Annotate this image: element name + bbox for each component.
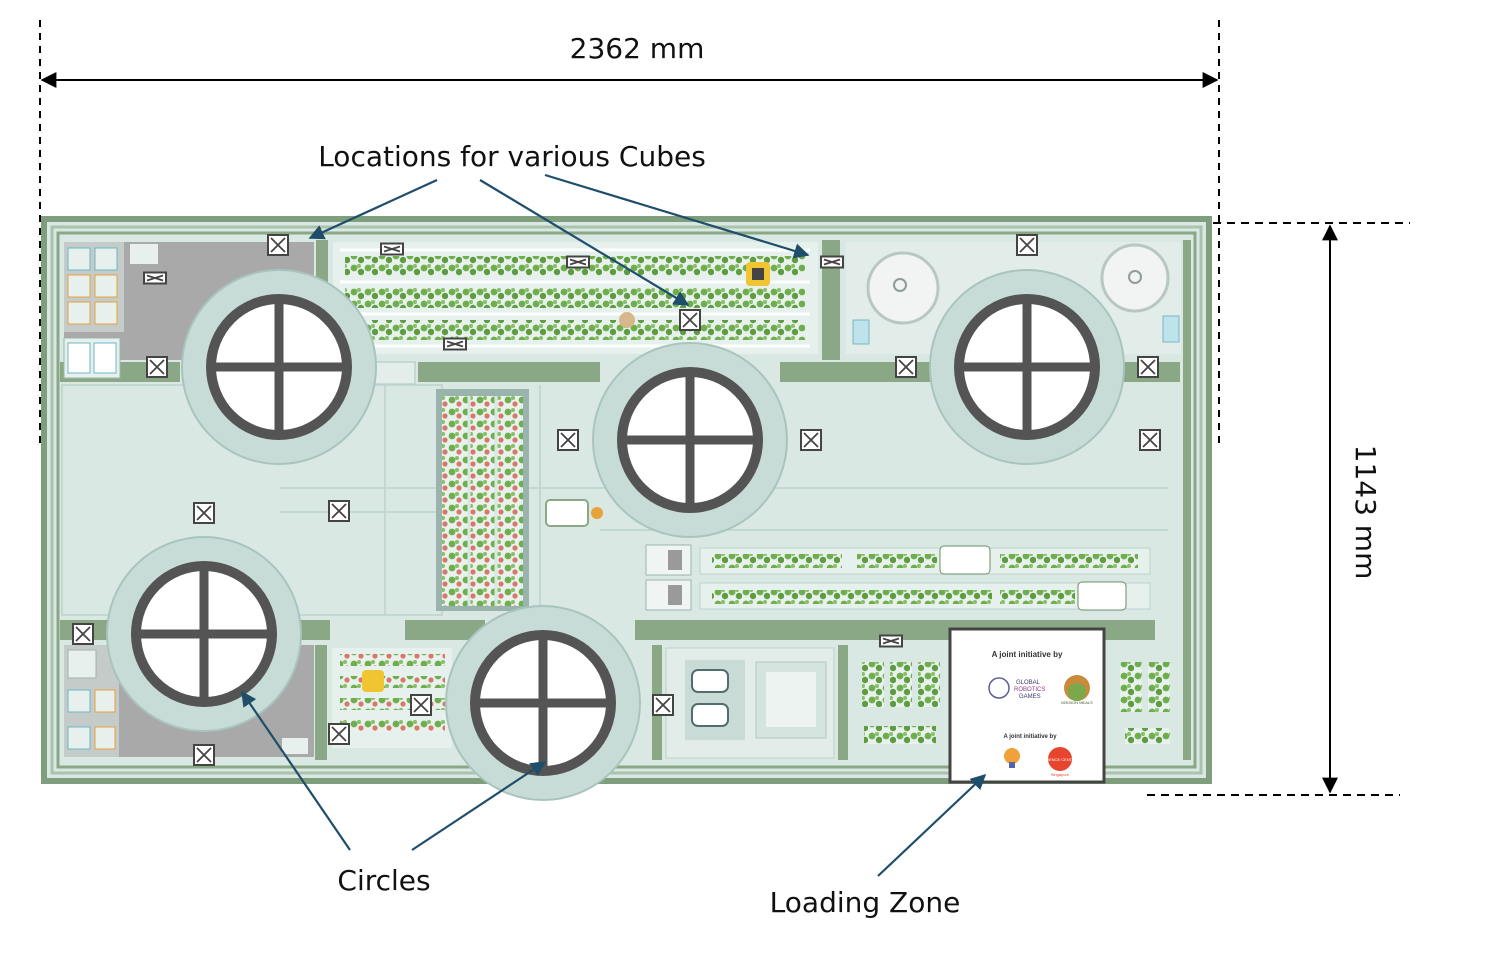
cube-locations [72,234,1161,766]
cube-marker [443,337,467,351]
loading-zone: A joint initiative by GLOBAL ROBOTICS GA… [948,627,1106,784]
cube-marker [679,309,701,331]
cube-marker [328,500,350,522]
robot-icon [362,670,384,692]
cart-icon [545,499,589,527]
circle-top-left [181,269,377,465]
cube-marker [895,356,917,378]
cube-marker [72,623,94,645]
dimension-height: 1143 mm [1147,222,1410,796]
grg-text-1: GLOBAL [1016,680,1041,686]
loading-zone-label: Loading Zone [770,886,961,919]
cube-marker [193,502,215,524]
cube-marker [143,271,167,285]
central-plant-rack [436,389,603,611]
greenhouse-right [645,544,1151,611]
scl-text-2: Singapore [1051,772,1070,777]
cubes-label: Locations for various Cubes [318,140,706,173]
cube-marker [328,723,350,745]
circle-center [592,342,788,538]
game-board: A joint initiative by GLOBAL ROBOTICS GA… [41,216,1212,801]
cube-marker [566,255,590,269]
cube-marker [1016,234,1038,256]
scl-text: SCIENCE CENTRE [1042,757,1078,762]
height-label: 1143 mm [1349,445,1382,580]
width-label: 2362 mm [570,32,705,65]
cube-marker [652,694,674,716]
cube-marker [193,744,215,766]
cart-icon [1077,581,1127,611]
mm-text: MISSION MEALS [1061,700,1093,705]
battery-icon [691,703,729,727]
cube-marker [557,429,579,451]
planters-bottom-right [862,662,1170,744]
battery-icon [691,669,729,693]
circle-bottom-left [106,536,302,732]
circle-bottom-center [445,605,641,801]
grg-text-2: ROBOTICS [1014,687,1045,693]
grg-logo-icon [988,677,1010,699]
science-centre-logo-icon [1048,747,1072,771]
grg-text-3: GAMES [1019,694,1041,700]
worker-icon [619,312,635,328]
sign-line-1: A joint initiative by [992,650,1063,659]
cube-marker [1139,429,1161,451]
cube-marker [1137,356,1159,378]
cube-marker [146,356,168,378]
cube-marker [879,634,903,648]
water-tank-icon [866,251,940,325]
annotation-arrows [241,173,987,877]
bulb-logo-icon [1004,748,1020,764]
sign-line-2: A joint initiative by [1003,734,1057,740]
dimension-width: 2362 mm [39,20,1220,445]
circles [106,269,1125,801]
water-tank-icon [1100,243,1170,313]
cart-icon [939,545,991,575]
cube-marker [410,694,432,716]
charging-station [665,647,835,759]
circles-label: Circles [337,864,430,897]
cube-marker [267,234,289,256]
cube-marker [820,255,844,269]
cube-marker [800,429,822,451]
circle-top-right [929,269,1125,465]
cube-marker [380,242,404,256]
